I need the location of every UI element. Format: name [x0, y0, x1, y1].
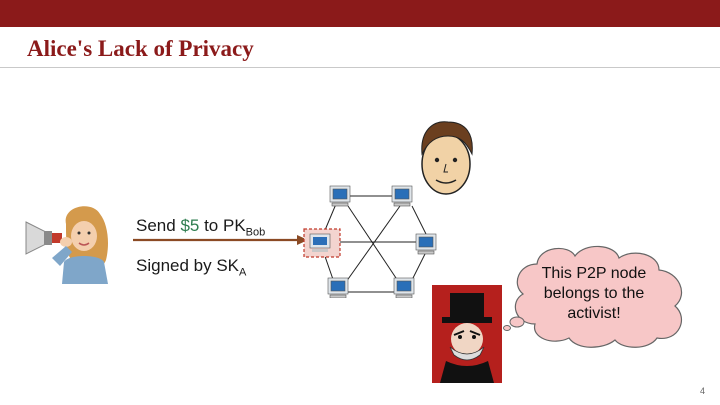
signature-subscript: A — [239, 266, 246, 278]
slide-title: Alice's Lack of Privacy — [27, 36, 254, 62]
signature-line: Signed by SKA — [136, 256, 246, 278]
bob-face-icon — [414, 118, 478, 200]
page-number: 4 — [700, 386, 705, 396]
alice-megaphone-icon — [22, 200, 120, 284]
recipient-prefix: to PK — [199, 216, 245, 235]
send-prefix: Send — [136, 216, 180, 235]
top-banner — [0, 0, 720, 27]
signature-prefix: Signed by SK — [136, 256, 239, 275]
spy-villain-icon — [432, 285, 502, 383]
title-divider — [0, 67, 720, 68]
callout-text: This P2P node belongs to the activist! — [530, 264, 658, 324]
amount-value: $5 — [180, 216, 199, 235]
broadcast-arrow — [133, 234, 308, 246]
